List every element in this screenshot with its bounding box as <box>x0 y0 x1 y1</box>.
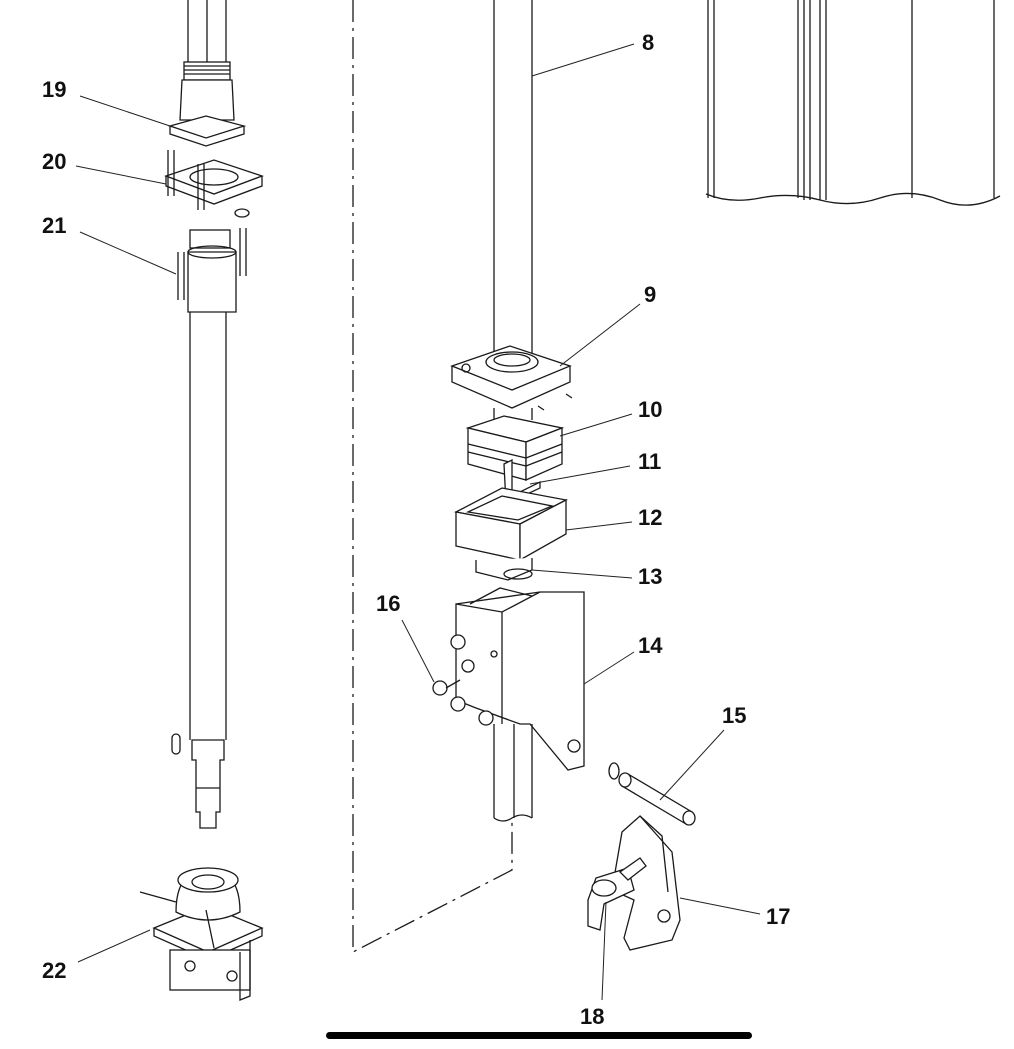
callout-18: 18 <box>580 1004 605 1029</box>
callout-16: 16 <box>376 591 401 616</box>
callout-15: 15 <box>722 703 747 728</box>
home-indicator-bar[interactable] <box>326 1032 752 1039</box>
hinge-bracket <box>587 815 681 951</box>
callout-13: 13 <box>638 564 663 589</box>
mounting-bracket <box>139 867 264 1001</box>
column-profile-detail <box>705 0 1001 206</box>
callout-19: 19 <box>42 77 67 102</box>
left-shaft-assembly <box>164 0 264 829</box>
callout-21: 21 <box>42 213 67 238</box>
hinge-pin <box>608 762 696 826</box>
assembly-alignment-line <box>352 0 513 954</box>
callout-9: 9 <box>644 282 657 307</box>
callout-14: 14 <box>638 633 663 658</box>
callout-11: 11 <box>638 449 662 474</box>
leader-lines <box>75 43 761 1001</box>
central-column-assembly <box>432 0 585 822</box>
callout-12: 12 <box>638 505 663 530</box>
callout-20: 20 <box>42 149 67 174</box>
callout-10: 10 <box>638 397 663 422</box>
callout-8: 8 <box>642 30 655 55</box>
callout-22: 22 <box>42 958 67 983</box>
callout-17: 17 <box>766 904 791 929</box>
